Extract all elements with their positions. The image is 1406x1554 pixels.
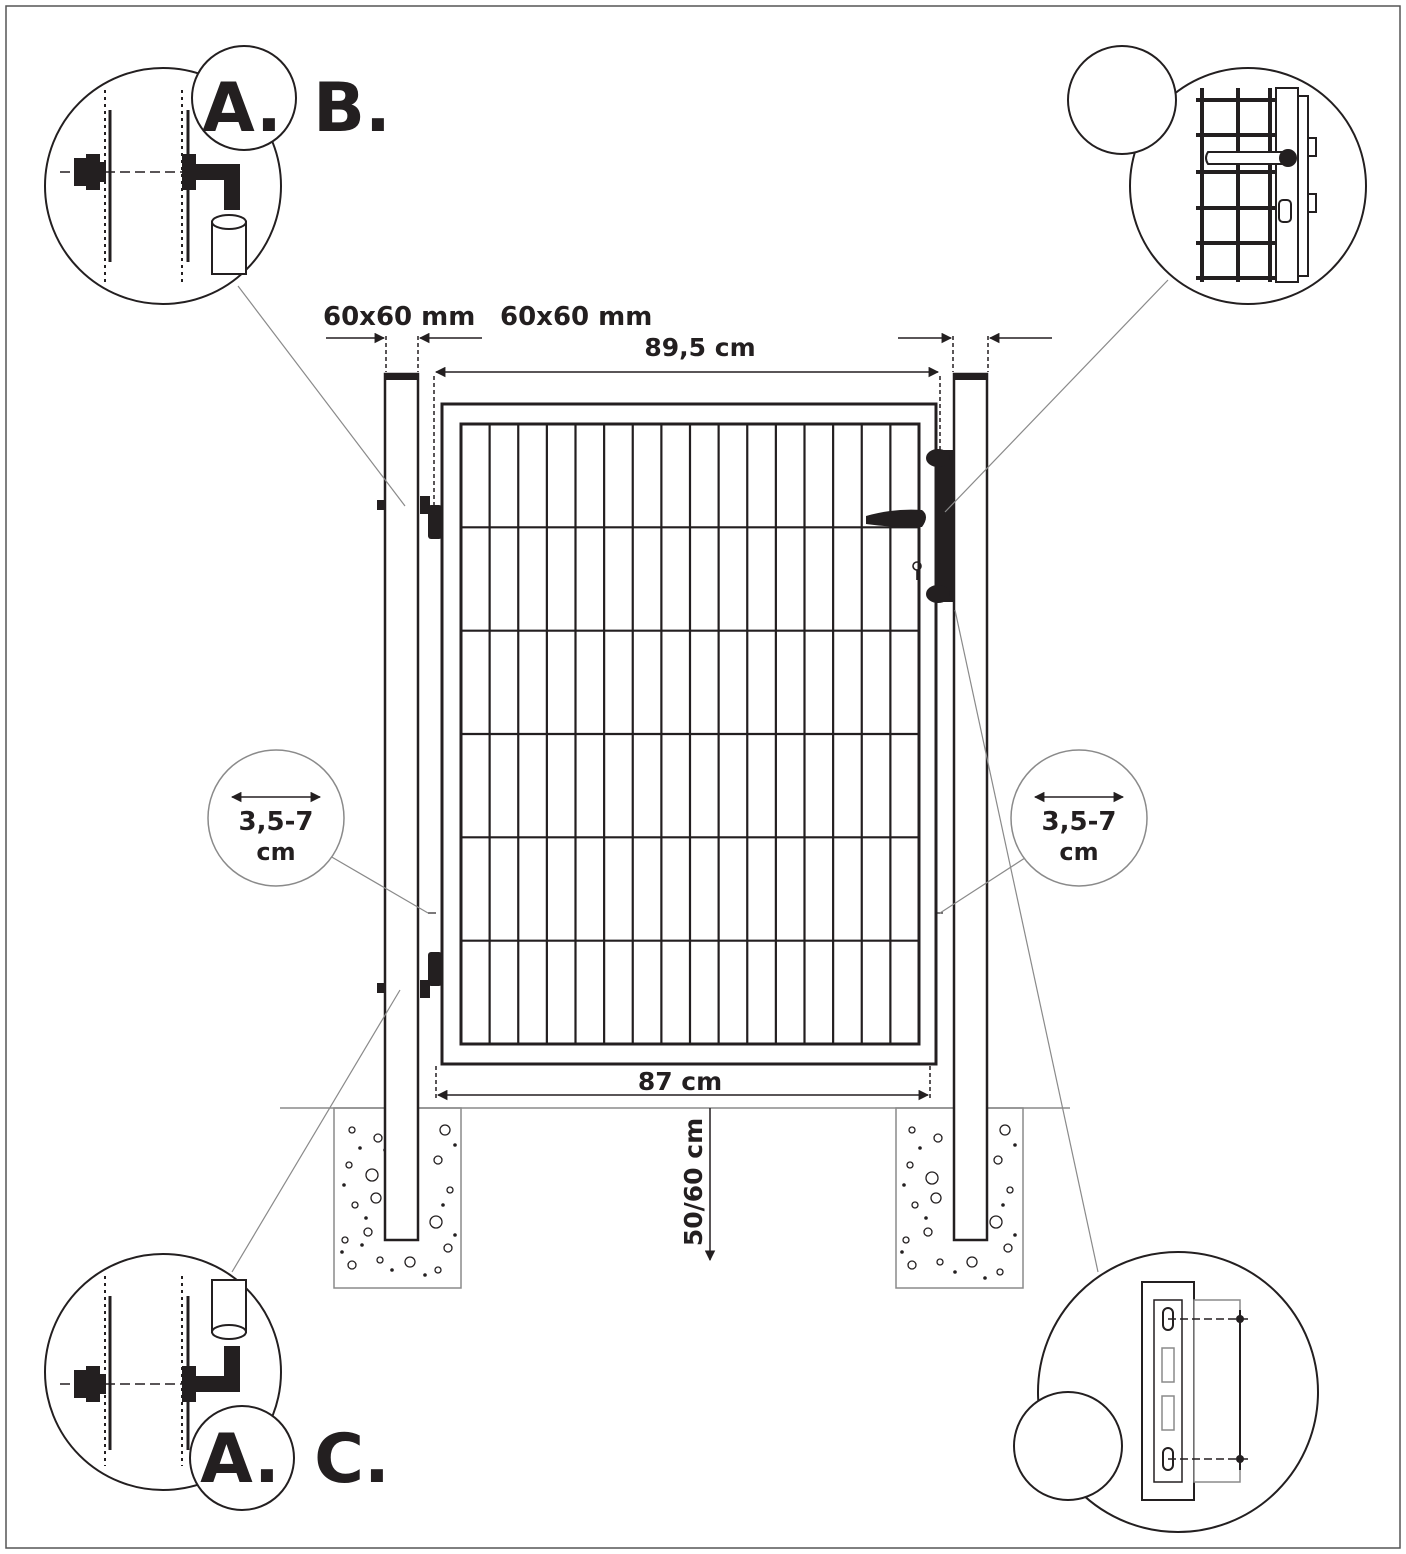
detail-lock bbox=[1129, 67, 1367, 305]
bottom-width-dimension bbox=[435, 1066, 931, 1101]
lower-hinge bbox=[377, 952, 442, 998]
gap-badge-right: 3,5-7 cm bbox=[1010, 749, 1148, 887]
door-handle-icon bbox=[866, 509, 926, 528]
gap-left-value: 3,5-7 bbox=[239, 807, 314, 837]
detail-handle-icon bbox=[1205, 151, 1283, 165]
post-size-left-label: 60x60 mm bbox=[323, 302, 475, 332]
upper-hinge bbox=[377, 496, 442, 539]
gap-right-value: 3,5-7 bbox=[1042, 807, 1117, 837]
detail-a-bottom-label: A. bbox=[200, 1420, 280, 1499]
detail-lock-marker bbox=[1067, 45, 1177, 155]
post-size-right-label: 60x60 mm bbox=[500, 302, 652, 332]
detail-a-top-marker bbox=[191, 45, 297, 151]
bottom-width-label: 87 cm bbox=[638, 1067, 722, 1096]
detail-a-top-label: A. bbox=[202, 69, 282, 148]
detail-a-bottom-marker bbox=[189, 1405, 295, 1511]
top-width-label: 89,5 cm bbox=[644, 333, 755, 362]
depth-label: 50/60 cm bbox=[679, 1118, 708, 1246]
detail-lock-case bbox=[1037, 1251, 1319, 1533]
left-post bbox=[383, 372, 420, 1242]
gap-left-unit: cm bbox=[256, 838, 295, 866]
gap-right-unit: cm bbox=[1059, 838, 1098, 866]
detail-b-label: B. bbox=[313, 69, 391, 148]
post-size-dimension bbox=[326, 332, 1052, 372]
gap-badge-left: 3,5-7 cm bbox=[207, 749, 345, 887]
top-width-dimension bbox=[433, 366, 941, 506]
detail-keyhole-icon bbox=[1278, 199, 1292, 223]
right-post bbox=[952, 372, 989, 1242]
gate-mesh bbox=[459, 422, 921, 1046]
leader-lines bbox=[231, 279, 1169, 1273]
page-border bbox=[5, 5, 1401, 1549]
gate-lock bbox=[866, 449, 955, 603]
detail-c-label: C. bbox=[314, 1420, 390, 1499]
detail-lock-case-marker bbox=[1013, 1391, 1123, 1501]
